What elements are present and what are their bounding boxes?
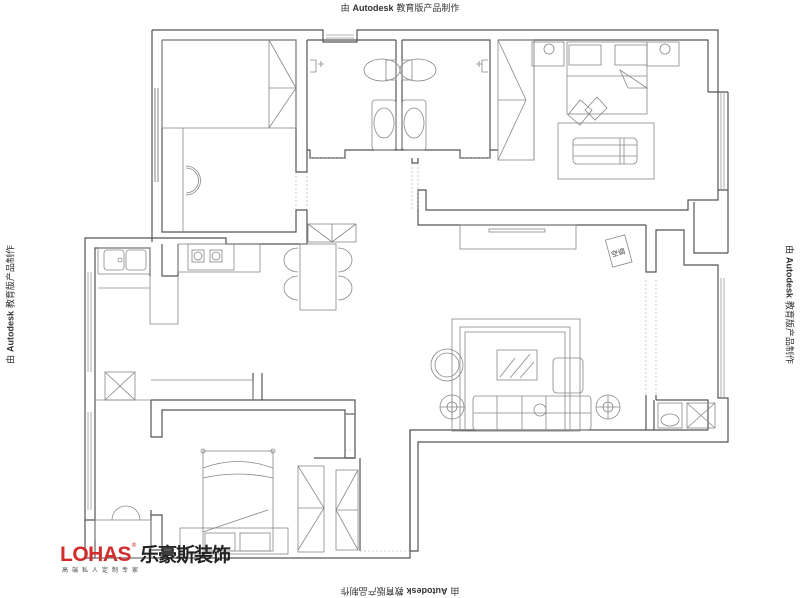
door-openings	[295, 157, 657, 552]
bathroom-fixtures	[310, 58, 488, 151]
watermark-suffix: 教育版产品制作	[396, 4, 460, 14]
balcony-furniture	[95, 371, 716, 429]
watermark-prefix: 由	[340, 4, 350, 14]
wardrobe-top-left	[161, 39, 297, 129]
logo-row: LOHAS®乐豪斯装饰	[60, 540, 231, 567]
windows	[87, 34, 725, 510]
air-conditioner-label: 空调	[610, 247, 626, 259]
double-bed	[566, 41, 648, 115]
dining-table	[299, 243, 337, 311]
living-room-furniture: 空调	[430, 224, 633, 432]
bedroom-bottom-furniture	[94, 448, 359, 559]
watermark-top: 由 Autodesk 教育版产品制作	[0, 1, 800, 14]
logo-brand: LOHAS	[60, 543, 132, 566]
bedroom-top-left-furniture	[161, 39, 297, 232]
dining-furniture	[283, 223, 357, 311]
double-bed	[202, 450, 274, 552]
logo-chinese-name: 乐豪斯装饰	[140, 544, 231, 566]
master-bedroom-furniture	[497, 39, 680, 180]
company-logo: LOHAS®乐豪斯装饰 高端私人定制专家	[60, 540, 231, 574]
air-conditioner	[604, 234, 633, 268]
logo-registered-mark: ®	[131, 542, 137, 549]
walls	[84, 29, 729, 559]
tv-cabinet	[459, 224, 577, 250]
watermark-brand: Autodesk	[352, 3, 394, 13]
kitchen-furniture	[97, 243, 261, 325]
logo-slogan: 高端私人定制专家	[62, 567, 143, 574]
